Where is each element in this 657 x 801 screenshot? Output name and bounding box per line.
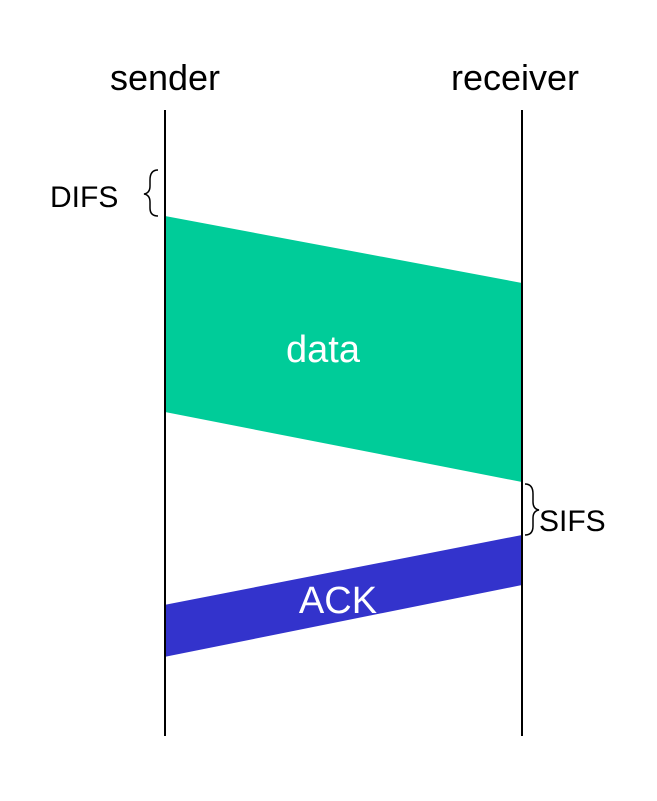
data-frame [165,216,522,482]
sifs-brace [524,483,540,536]
data-frame-label: data [286,329,361,371]
difs-brace [143,169,159,217]
ack-frame-label: ACK [299,580,377,622]
receiver-label: receiver [451,57,579,98]
sender-label: sender [110,57,220,98]
sifs-label: SIFS [539,505,606,538]
difs-label: DIFS [50,181,118,214]
ack-frame [164,535,522,657]
